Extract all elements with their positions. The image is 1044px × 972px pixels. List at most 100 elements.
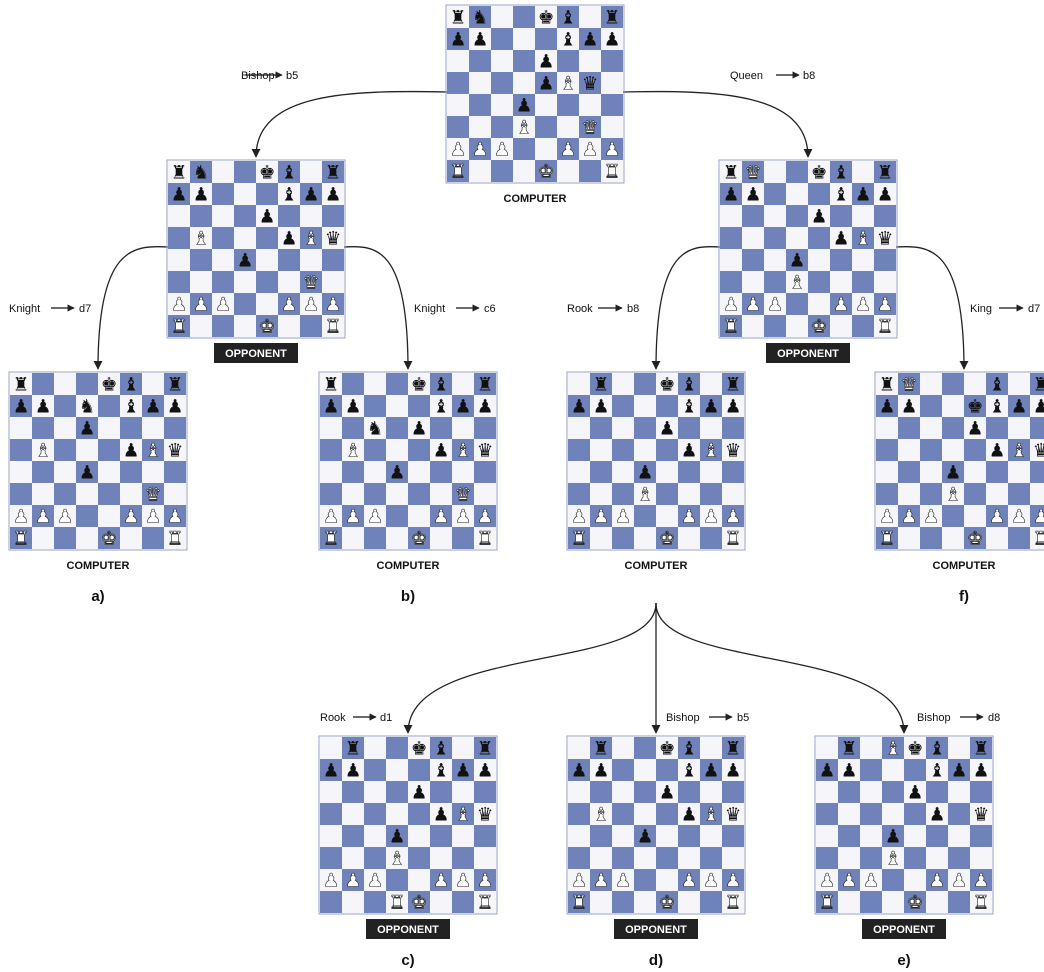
board-square xyxy=(364,825,386,847)
board-square xyxy=(816,803,838,825)
board-square xyxy=(579,138,601,160)
white-king-icon: ♚ xyxy=(907,893,924,914)
black-bishop-icon: ♝ xyxy=(929,761,946,782)
board-square xyxy=(98,439,120,461)
board-square xyxy=(612,869,634,891)
board-node2: ♜♛♚♝♜♟♟♝♟♟♟♟♝♛♟♝♟♟♟♟♟♟♜♚♜ xyxy=(718,159,898,339)
board-square xyxy=(120,461,142,483)
board-square xyxy=(742,315,764,337)
board-square xyxy=(579,28,601,50)
board-square xyxy=(234,205,256,227)
board-square xyxy=(852,227,874,249)
board-square xyxy=(874,205,896,227)
white-king-icon: ♚ xyxy=(811,317,828,338)
board-square xyxy=(168,249,190,271)
board-square xyxy=(447,50,469,72)
role-label: OPPONENT xyxy=(873,924,935,936)
board-square xyxy=(898,395,920,417)
board-square xyxy=(54,527,76,549)
board-square xyxy=(513,50,535,72)
black-king-icon: ♚ xyxy=(538,8,555,29)
board-square xyxy=(816,781,838,803)
board-square xyxy=(700,759,722,781)
board-square xyxy=(612,395,634,417)
board-square xyxy=(964,373,986,395)
board-square xyxy=(408,483,430,505)
board-square xyxy=(926,847,948,869)
board-square xyxy=(612,759,634,781)
board-square xyxy=(430,483,452,505)
board-square xyxy=(612,781,634,803)
white-queen-icon: ♛ xyxy=(901,375,918,396)
board-square xyxy=(452,527,474,549)
board-square xyxy=(1030,527,1044,549)
board-square xyxy=(601,160,623,182)
board-square xyxy=(10,373,32,395)
board-square xyxy=(1008,373,1030,395)
board-square xyxy=(860,891,882,913)
board-square xyxy=(722,803,744,825)
board-square xyxy=(612,825,634,847)
board-square xyxy=(808,315,830,337)
board-square xyxy=(722,737,744,759)
white-pawn-icon: ♟ xyxy=(57,507,74,528)
white-pawn-icon: ♟ xyxy=(35,507,52,528)
board-square xyxy=(720,249,742,271)
board-square xyxy=(76,527,98,549)
board-frame xyxy=(8,371,188,551)
board-square xyxy=(142,417,164,439)
board-square xyxy=(10,483,32,505)
white-pawn-icon: ♟ xyxy=(615,507,632,528)
board-square xyxy=(634,461,656,483)
board-square xyxy=(342,781,364,803)
black-pawn-icon: ♟ xyxy=(901,397,918,418)
white-queen-icon: ♛ xyxy=(745,163,762,184)
black-pawn-icon: ♟ xyxy=(945,463,962,484)
board-square xyxy=(469,72,491,94)
board-square xyxy=(120,505,142,527)
board-square xyxy=(882,869,904,891)
white-pawn-icon: ♟ xyxy=(863,871,880,892)
edge-connector xyxy=(651,246,721,370)
board-frame xyxy=(445,4,625,184)
black-king-icon: ♚ xyxy=(811,163,828,184)
move-square-label: b8 xyxy=(803,70,815,82)
board-square xyxy=(590,803,612,825)
board-square xyxy=(386,439,408,461)
board-square xyxy=(342,439,364,461)
white-pawn-icon: ♟ xyxy=(433,507,450,528)
board-square xyxy=(300,183,322,205)
board-square xyxy=(320,825,342,847)
board-square xyxy=(700,373,722,395)
board-square xyxy=(838,781,860,803)
board-square xyxy=(700,847,722,869)
white-pawn-icon: ♟ xyxy=(13,507,30,528)
board-square xyxy=(452,891,474,913)
white-bishop-icon: ♝ xyxy=(945,485,962,506)
board-square xyxy=(700,825,722,847)
board-square xyxy=(742,227,764,249)
board-square xyxy=(190,161,212,183)
board-square xyxy=(830,183,852,205)
board-square xyxy=(164,505,186,527)
board-square xyxy=(76,395,98,417)
board-square xyxy=(469,94,491,116)
board-square xyxy=(876,373,898,395)
white-pawn-icon: ♟ xyxy=(723,295,740,316)
board-square xyxy=(898,417,920,439)
board-square xyxy=(386,483,408,505)
board-square xyxy=(656,417,678,439)
board-square xyxy=(234,315,256,337)
board-square xyxy=(816,847,838,869)
board-square xyxy=(700,395,722,417)
board-square xyxy=(513,6,535,28)
board-square xyxy=(786,271,808,293)
board-square xyxy=(54,461,76,483)
board-square xyxy=(447,6,469,28)
black-pawn-icon: ♟ xyxy=(123,441,140,462)
white-queen-icon: ♛ xyxy=(455,485,472,506)
move-square-label: d7 xyxy=(1028,303,1040,315)
board-square xyxy=(634,373,656,395)
board-square xyxy=(852,293,874,315)
board-square xyxy=(452,395,474,417)
